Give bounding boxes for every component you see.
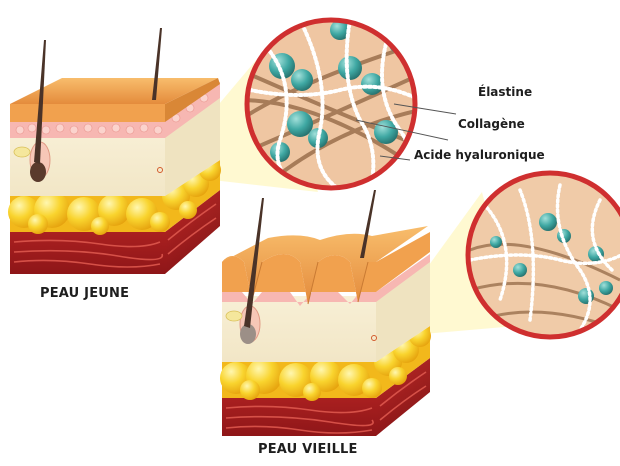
young-skin-block [8,28,221,274]
caption-young-skin: PEAU JEUNE [40,286,129,301]
aged-skin-block [220,190,431,436]
label-elastine: Élastine [478,85,532,99]
caption-aged-skin: PEAU VIEILLE [258,442,358,457]
label-collagene: Collagène [458,117,525,131]
label-acide-hyaluronique: Acide hyaluronique [414,148,545,162]
